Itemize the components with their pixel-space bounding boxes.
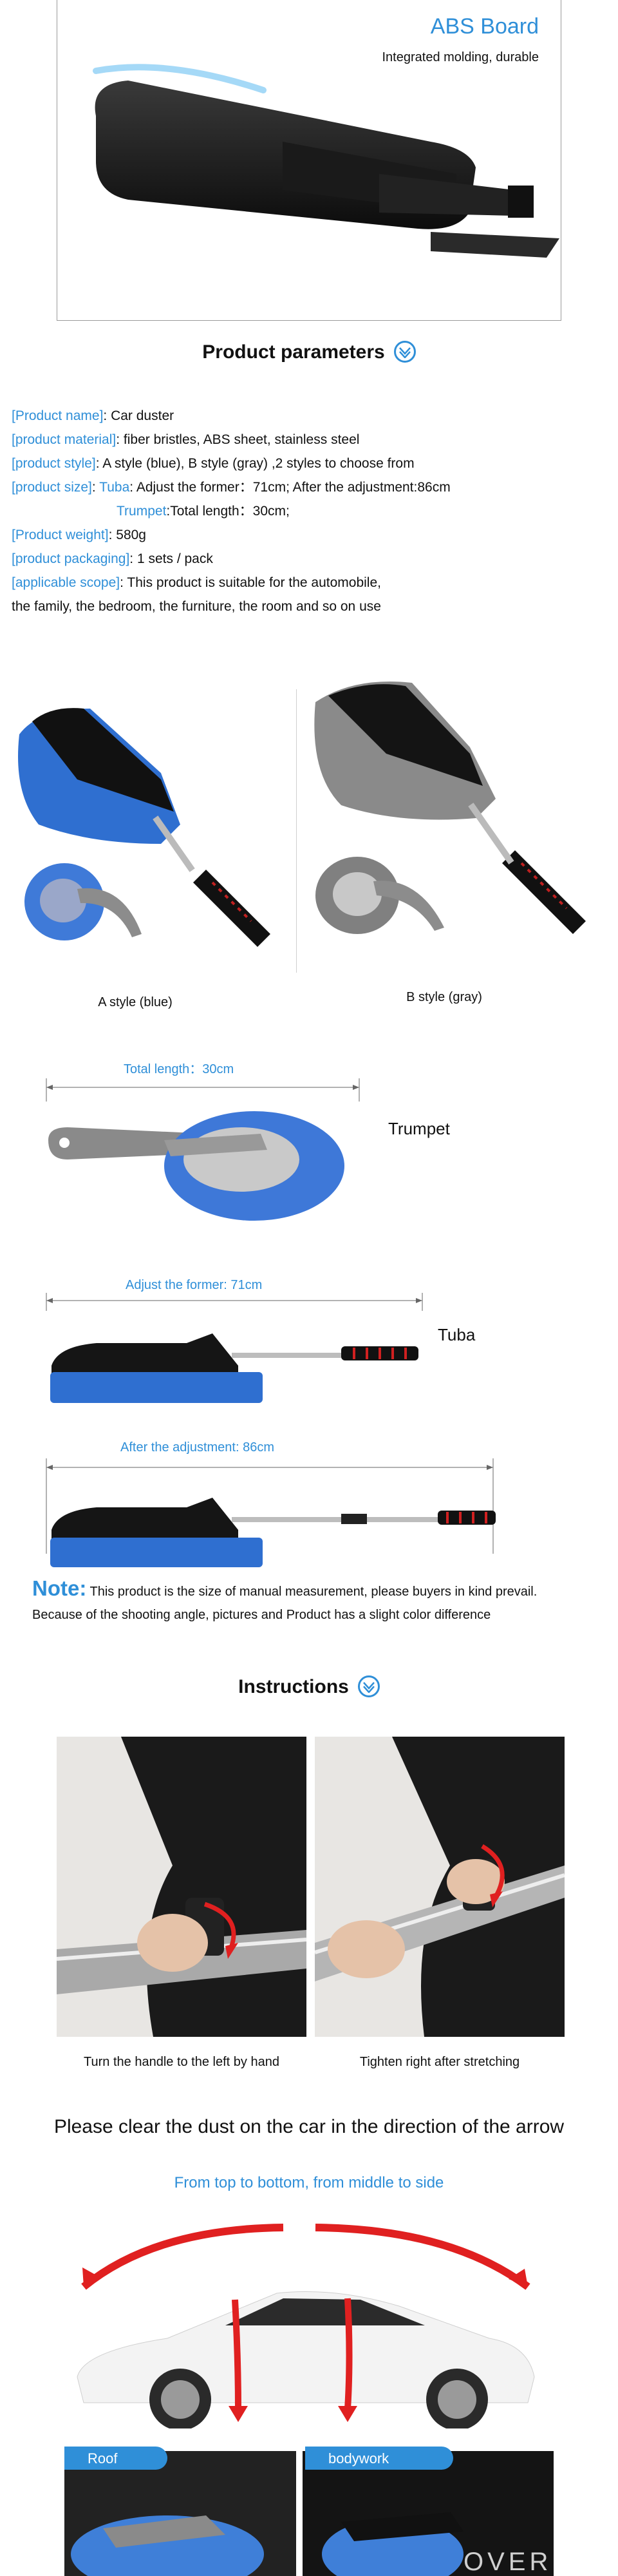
- style-b-caption: B style (gray): [406, 990, 482, 1004]
- direction-title: Please clear the dust on the car in the …: [53, 2116, 565, 2137]
- direction-subtitle: From top to bottom, from middle to side: [174, 2174, 444, 2191]
- roof-tag: Roof: [64, 2447, 167, 2470]
- chevron-down-icon: [357, 1675, 380, 1698]
- divider: [296, 689, 297, 973]
- params-list: [Product name]: Car duster [product mate…: [12, 404, 604, 618]
- note: Note: This product is the size of manual…: [32, 1577, 586, 1627]
- after-image: [50, 1498, 496, 1567]
- instructions-heading: Instructions: [0, 1675, 618, 1699]
- abs-board-image: [93, 64, 559, 258]
- after-dimension: After the adjustment: 86cm: [120, 1440, 275, 1455]
- tuba-dimension: Adjust the former: 71cm: [126, 1278, 263, 1292]
- param-row: the family, the bedroom, the furniture, …: [12, 599, 381, 614]
- param-row: [Product name]: Car duster: [12, 408, 174, 423]
- param-row: [product size]: Tuba: Adjust the former：…: [12, 480, 451, 495]
- instruction-photo-left: [57, 1737, 306, 2037]
- bodywork-photo: OVER: [303, 2451, 554, 2576]
- instruction-left-caption: Turn the handle to the left by hand: [84, 2055, 279, 2069]
- note-text: This product is the size of manual measu…: [32, 1585, 538, 1622]
- svg-text:OVER: OVER: [464, 2548, 552, 2576]
- params-title: Product parameters: [202, 341, 385, 363]
- bodywork-tag: bodywork: [305, 2447, 453, 2470]
- tuba-label: Tuba: [438, 1325, 476, 1344]
- trumpet-image: [48, 1111, 344, 1221]
- style-a-image: [18, 708, 270, 947]
- tuba-image: [50, 1333, 418, 1403]
- instructions-title: Instructions: [238, 1676, 349, 1697]
- style-b-image: [314, 682, 586, 934]
- trumpet-dimension: Total length：30cm: [124, 1062, 234, 1076]
- chevron-down-icon: [393, 341, 416, 363]
- param-row: [product style]: A style (blue), B style…: [12, 456, 415, 471]
- params-heading: Product parameters: [0, 341, 618, 364]
- note-label: Note:: [32, 1576, 87, 1600]
- param-row: [product packaging]: 1 sets / pack: [12, 551, 213, 566]
- car-direction-image: [77, 2224, 535, 2428]
- tuba-dimension-line: [46, 1293, 423, 1311]
- instruction-right-caption: Tighten right after stretching: [359, 2055, 520, 2069]
- trumpet-label: Trumpet: [388, 1119, 450, 1138]
- param-row: [applicable scope]: This product is suit…: [12, 575, 381, 590]
- abs-board-subtitle: Integrated molding, durable: [382, 50, 539, 64]
- style-a-caption: A style (blue): [98, 995, 173, 1009]
- instruction-photo-right: [315, 1737, 565, 2037]
- abs-board-panel: ABS Board Integrated molding, durable: [57, 0, 561, 321]
- param-row: [product material]: fiber bristles, ABS …: [12, 432, 360, 447]
- param-row: Trumpet:Total length：30cm;: [117, 504, 290, 519]
- after-dimension-line: [46, 1458, 494, 1554]
- roof-photo: [64, 2451, 296, 2576]
- trumpet-dimension-line: [46, 1078, 360, 1102]
- abs-board-title: ABS Board: [430, 14, 539, 39]
- param-row: [Product weight]: 580g: [12, 528, 146, 542]
